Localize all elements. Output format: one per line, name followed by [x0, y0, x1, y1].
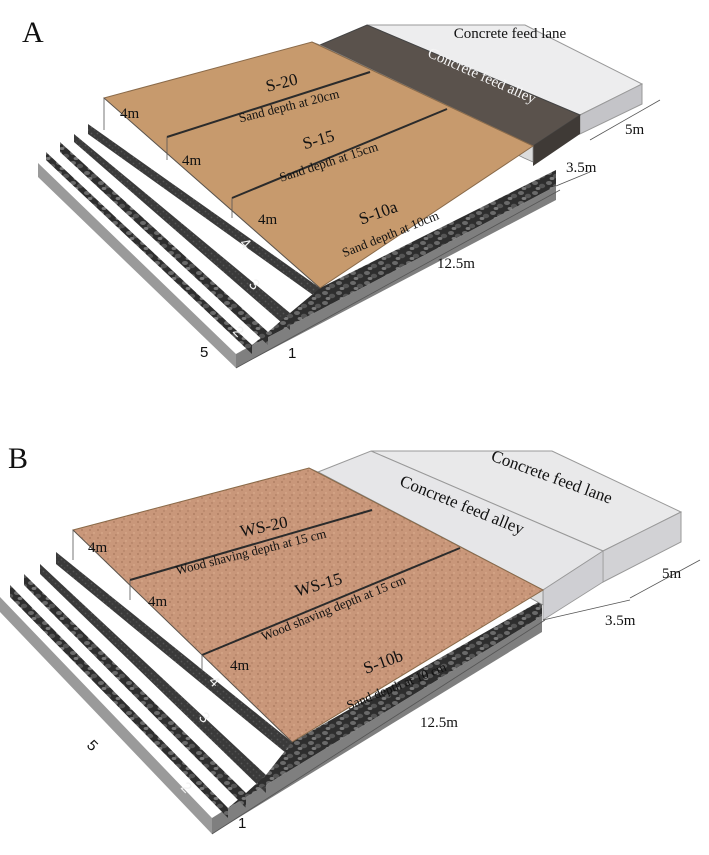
- layer-number: 1: [288, 345, 296, 362]
- base-layers: [38, 124, 556, 368]
- lane-width-label: 5m: [625, 122, 645, 138]
- stall-width-label: 4m: [148, 594, 168, 610]
- layer-number: 1: [238, 815, 246, 832]
- stall-divider: [231, 108, 448, 199]
- feed-alley-side: [542, 550, 604, 621]
- layer-4: [56, 552, 292, 758]
- feed-alley-side: [533, 115, 580, 166]
- stall-width-label: 4m: [230, 658, 250, 674]
- length-label: 12.5m: [420, 715, 458, 731]
- panel-letter: B: [8, 442, 28, 475]
- lane-width-label: 5m: [662, 566, 682, 582]
- stall-width-label: 4m: [120, 106, 140, 122]
- length-label: 12.5m: [437, 256, 475, 272]
- stall-divider: [129, 509, 373, 581]
- layer-2: [46, 152, 252, 354]
- dimensions: 4m 4m 4m 12.5m 3.5m 5m: [72, 529, 701, 835]
- alley-width-label: 3.5m: [605, 613, 636, 629]
- stall-divider: [201, 547, 461, 656]
- layer-5-base: [0, 597, 212, 834]
- layer-3: [40, 564, 266, 793]
- stall-width-label: 4m: [182, 153, 202, 169]
- stall-width-label: 4m: [258, 212, 278, 228]
- layer-3: [74, 134, 290, 330]
- stall-width-label: 4m: [88, 540, 108, 556]
- panel-b: B Concrete feed lane Concrete feed alley…: [0, 442, 701, 835]
- dimensions: 4m 4m 4m 12.5m 3.5m 5m: [103, 97, 661, 369]
- layer-1-side: [236, 186, 556, 368]
- layer-number: 5: [200, 344, 208, 361]
- feed-lane-label: Concrete feed lane: [454, 26, 567, 42]
- gravel-front: [236, 170, 556, 354]
- stall-divider: [166, 71, 371, 138]
- layer-2-top: [60, 142, 268, 345]
- layer-2-top: [24, 574, 246, 808]
- layer-1-side: [212, 616, 542, 834]
- alley-width-label: 3.5m: [566, 160, 597, 176]
- panel-a: A Concrete feed lane Concrete feed alley…: [22, 16, 661, 369]
- panel-letter: A: [22, 16, 44, 49]
- layer-number: 5: [83, 737, 101, 755]
- layer-2: [10, 585, 228, 818]
- gravel-front: [212, 600, 542, 818]
- layer-5-base: [38, 163, 236, 368]
- base-layers: [0, 552, 542, 834]
- layer-4: [88, 124, 320, 300]
